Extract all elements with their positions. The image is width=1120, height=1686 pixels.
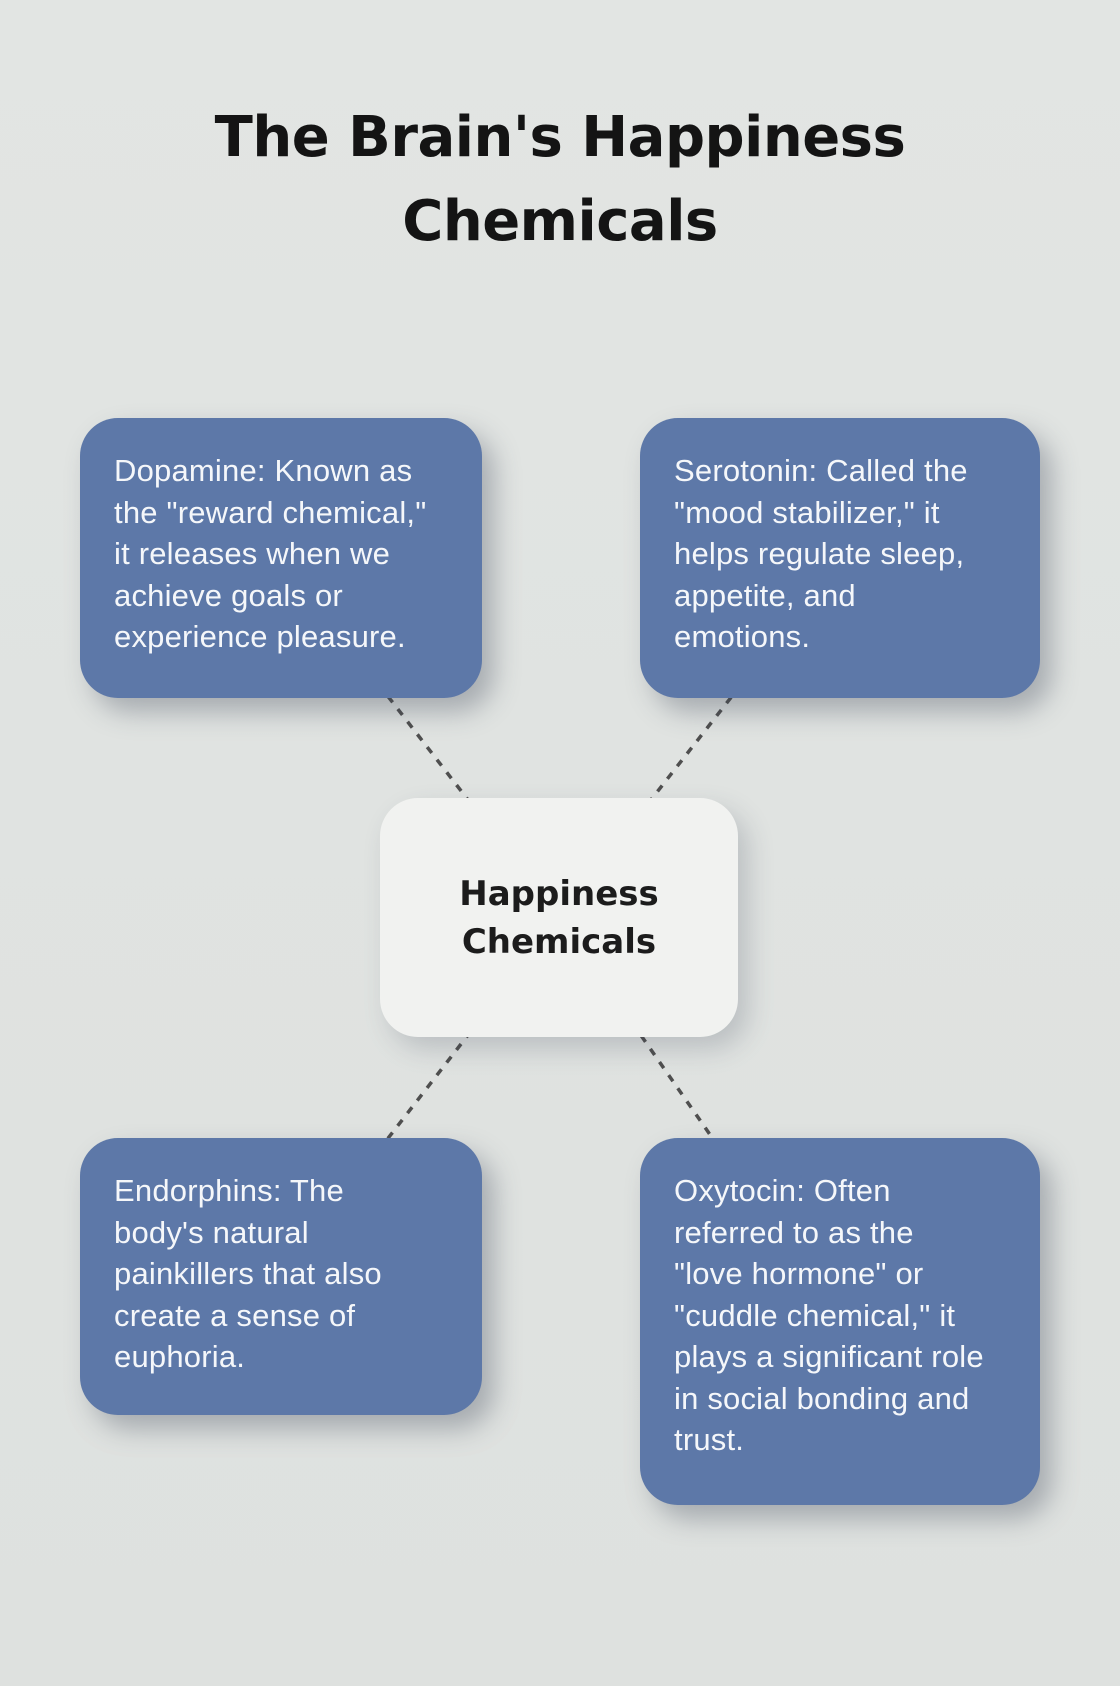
node-oxytocin: Oxytocin: Often referred to as the "love…	[640, 1138, 1040, 1505]
center-node-label: Happiness Chemicals	[459, 873, 659, 962]
node-endorphins: Endorphins: The body's natural painkille…	[80, 1138, 482, 1415]
node-serotonin: Serotonin: Called the "mood stabilizer,"…	[640, 418, 1040, 698]
page-title: The Brain's Happiness Chemicals	[214, 105, 906, 254]
node-happiness-chemicals: Happiness Chemicals	[380, 798, 738, 1037]
node-oxytocin-text: Oxytocin: Often referred to as the "love…	[674, 1173, 984, 1457]
node-endorphins-text: Endorphins: The body's natural painkille…	[114, 1173, 382, 1374]
node-dopamine: Dopamine: Known as the "reward chemical,…	[80, 418, 482, 698]
node-dopamine-text: Dopamine: Known as the "reward chemical,…	[114, 453, 427, 654]
node-serotonin-text: Serotonin: Called the "mood stabilizer,"…	[674, 453, 968, 654]
